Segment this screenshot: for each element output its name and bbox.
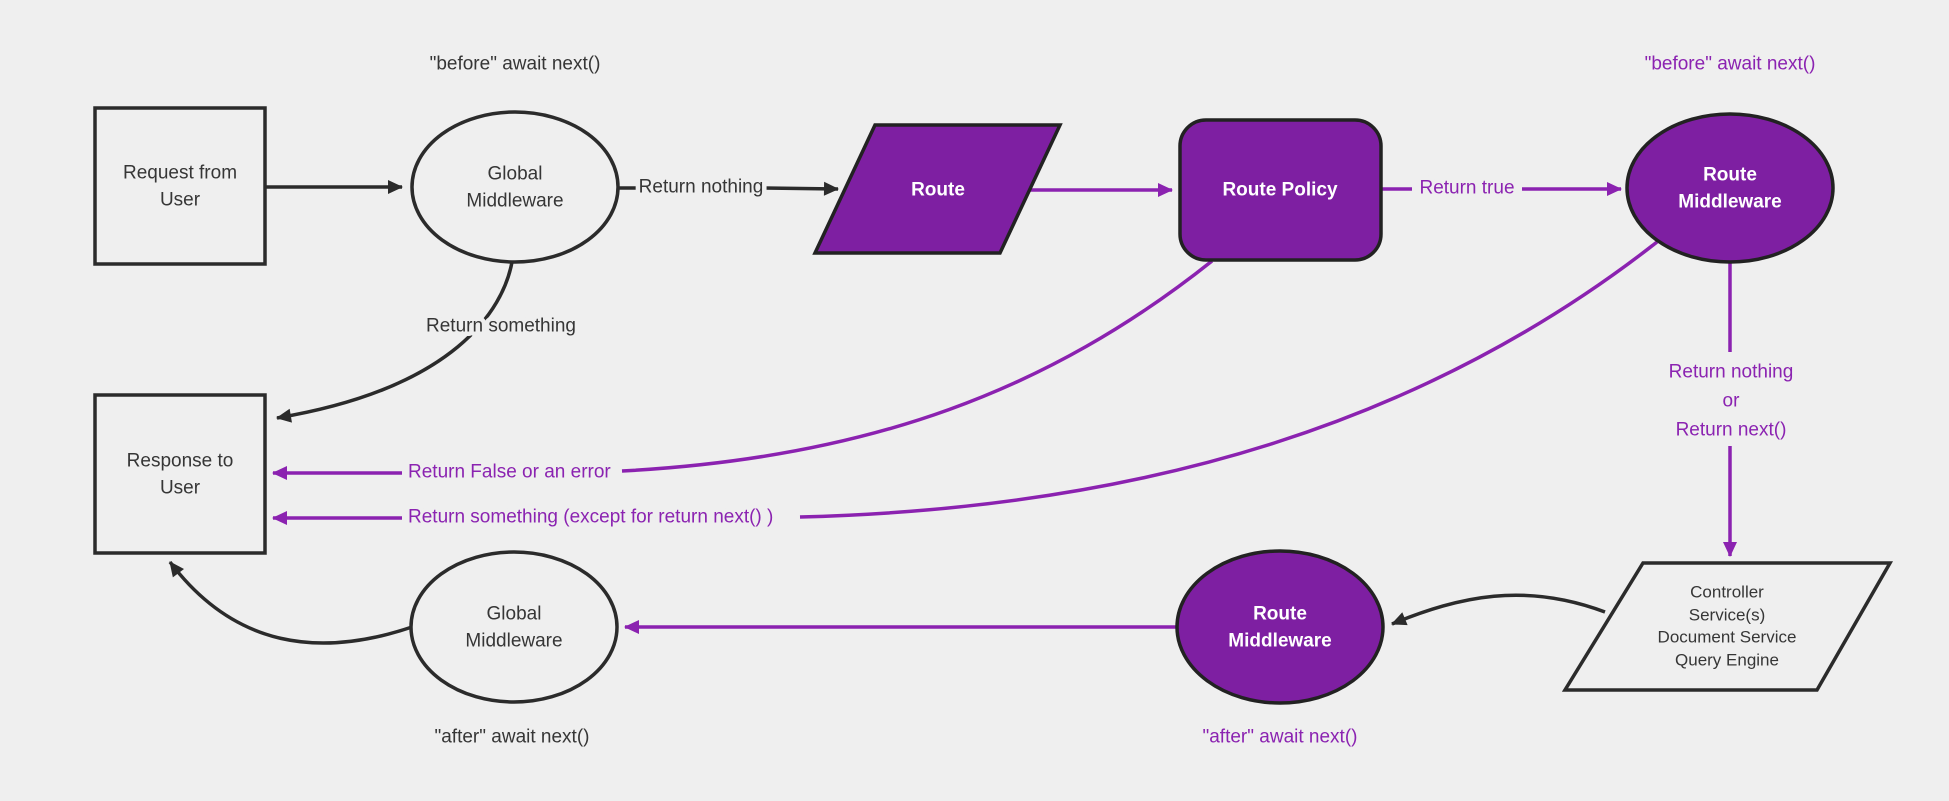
label-before-await-next-top: "before" await next() — [430, 54, 601, 75]
route-middleware-top-label-line2: Middleware — [1678, 192, 1781, 213]
request-from-user-label-line1: Request from — [123, 163, 237, 184]
response-to-user-label-line1: Response to — [127, 451, 234, 472]
response-to-user-label-line2: User — [160, 478, 201, 499]
label-return-nothing: Return nothing — [639, 177, 764, 198]
global-middleware-bottom-label-line2: Middleware — [465, 631, 562, 652]
global-middleware-bottom-node — [409, 550, 619, 704]
response-to-user-node — [93, 393, 267, 555]
label-return-true: Return true — [1419, 178, 1514, 199]
controller-services-node — [1561, 561, 1894, 692]
global-middleware-bottom-label-line1: Global — [487, 604, 542, 625]
route-middleware-bottom-node — [1175, 549, 1385, 705]
label-return-something: Return something — [426, 316, 576, 337]
route-policy-node — [1178, 118, 1383, 262]
global-middleware-top-label-line2: Middleware — [466, 191, 563, 212]
edge-controller-to-route-middleware-bottom — [1391, 593, 1606, 626]
edge-route-policy-to-response-curve — [621, 259, 1214, 473]
route-label: Route — [911, 180, 965, 201]
request-from-user-node — [93, 106, 267, 266]
global-middleware-top-label-line1: Global — [488, 164, 543, 185]
label-return-nothing-or-line1: Return nothing — [1669, 362, 1794, 383]
route-middleware-bottom-label-line1: Route — [1253, 604, 1307, 625]
label-return-nothing-or-line2: or — [1723, 391, 1741, 412]
route-node — [812, 123, 1063, 255]
controller-label-line3: Document Service — [1658, 628, 1797, 647]
edge-global-middleware-bottom-to-response — [168, 560, 413, 645]
global-middleware-top-node — [410, 110, 620, 264]
route-middleware-top-label-line1: Route — [1703, 165, 1757, 186]
route-middleware-top-node — [1625, 112, 1835, 264]
label-after-await-next-left: "after" await next() — [435, 727, 590, 748]
label-return-false-or-error: Return False or an error — [408, 462, 611, 483]
route-middleware-bottom-label-line2: Middleware — [1228, 631, 1331, 652]
route-policy-label: Route Policy — [1222, 180, 1338, 201]
controller-label-line2: Service(s) — [1689, 606, 1766, 625]
controller-label-line4: Query Engine — [1675, 651, 1779, 670]
request-from-user-label-line2: User — [160, 190, 201, 211]
edge-return-nothing-to-route — [763, 181, 839, 196]
label-return-something-except: Return something (except for return next… — [408, 507, 773, 528]
edge-global-middleware-to-response — [276, 261, 514, 423]
label-before-await-next-right: "before" await next() — [1645, 54, 1816, 75]
label-after-await-next-mid: "after" await next() — [1203, 727, 1358, 748]
controller-label-line1: Controller — [1690, 583, 1764, 602]
label-return-nothing-or-line3: Return next() — [1676, 420, 1787, 441]
edge-route-middleware-to-response-curve — [799, 240, 1659, 519]
